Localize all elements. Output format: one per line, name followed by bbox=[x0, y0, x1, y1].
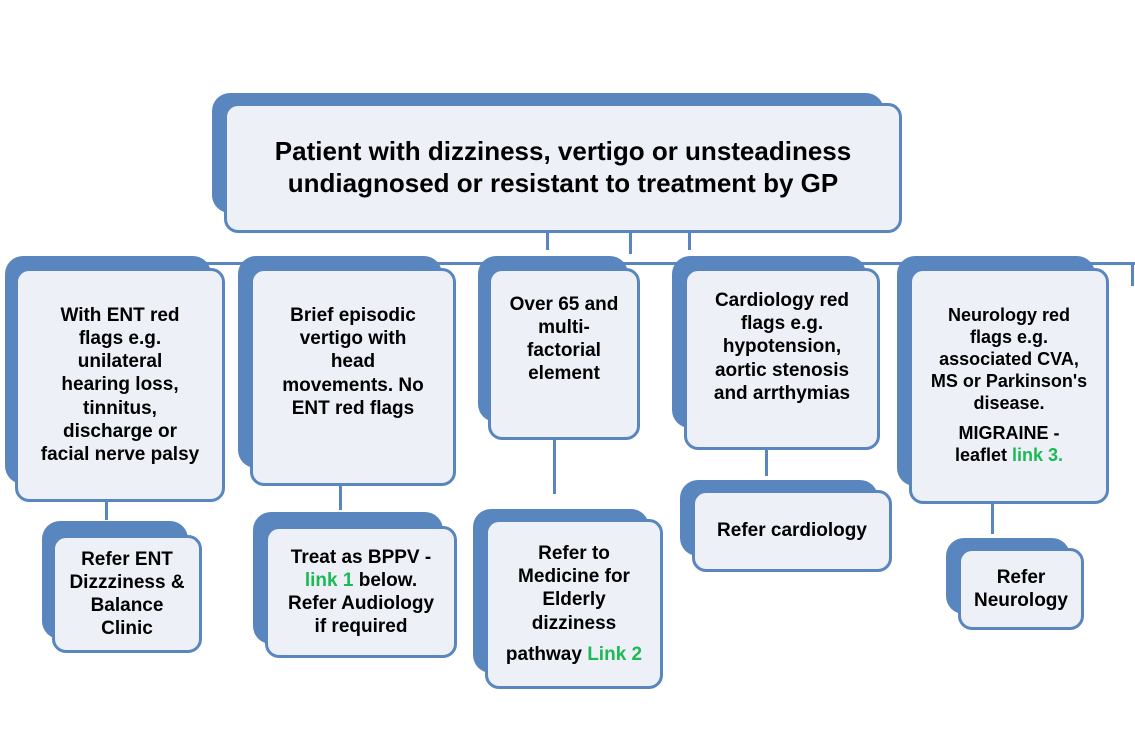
bppv-criteria-line: movements. No bbox=[282, 374, 424, 396]
elderly-criteria-line: element bbox=[528, 363, 600, 385]
root-title-line1: Patient with dizziness, vertigo or unste… bbox=[274, 136, 852, 167]
bppv-criteria-line: head bbox=[330, 351, 376, 373]
connector-right-tick bbox=[1131, 262, 1134, 286]
root-title-line2: undiagnosed or resistant to treatment by… bbox=[287, 168, 839, 198]
leaflet-text: leaflet bbox=[954, 444, 1007, 465]
bppv-action-line: link 1 below. bbox=[305, 569, 417, 592]
connector-root-down-2 bbox=[629, 218, 632, 254]
connector-root-down-1 bbox=[546, 228, 549, 250]
ent-criteria-line: With ENT red bbox=[60, 304, 180, 326]
ent-criteria-line: tinnitus, bbox=[83, 397, 157, 419]
neurology-action-node: Refer Neurology bbox=[946, 538, 1084, 630]
elderly-action-line: dizziness bbox=[531, 612, 617, 634]
ent-criteria-line: discharge or bbox=[62, 420, 178, 442]
bppv-link[interactable]: link 1 bbox=[304, 569, 354, 591]
ent-criteria-line: facial nerve palsy bbox=[40, 443, 200, 465]
ent-action-line: Balance bbox=[90, 595, 164, 616]
elderly-criteria-line: multi- bbox=[538, 316, 590, 338]
neurology-criteria-line: MS or Parkinson's bbox=[930, 371, 1088, 392]
elderly-pathway-text: pathway bbox=[505, 643, 582, 665]
ent-criteria-line: unilateral bbox=[77, 351, 163, 373]
ent-action-node: Refer ENT Dizzziness & Balance Clinic bbox=[42, 521, 202, 653]
cardiology-criteria-line: aortic stenosis bbox=[714, 359, 850, 381]
neurology-criteria-line: Neurology red bbox=[947, 305, 1071, 326]
bppv-action-line: if required bbox=[314, 616, 408, 638]
neurology-link[interactable]: link 3. bbox=[1012, 444, 1064, 465]
bppv-after-link: below. bbox=[353, 569, 418, 591]
elderly-pathway-line: pathway Link 2 bbox=[506, 643, 642, 666]
bppv-criteria-line: vertigo with bbox=[299, 328, 407, 350]
ent-action-line: Clinic bbox=[101, 618, 153, 640]
neurology-leaflet-line: leaflet link 3. bbox=[955, 445, 1063, 467]
cardiology-criteria-line: Cardiology red bbox=[714, 290, 850, 312]
migraine-label: MIGRAINE - bbox=[958, 422, 1060, 443]
elderly-criteria-line: factorial bbox=[527, 340, 601, 361]
cardiology-criteria-line: and arrthymias bbox=[713, 382, 851, 404]
root-node: Patient with dizziness, vertigo or unste… bbox=[212, 93, 902, 233]
neurology-criteria-node: Neurology red flags e.g. associated CVA,… bbox=[897, 256, 1109, 504]
bppv-criteria-line: Brief episodic bbox=[290, 305, 416, 327]
ent-action-line: Dizzziness & bbox=[69, 571, 185, 593]
neurology-criteria-line: associated CVA, bbox=[939, 349, 1079, 370]
ent-action-line: Refer ENT bbox=[81, 548, 173, 570]
bppv-action-node: Treat as BPPV - link 1 below. Refer Audi… bbox=[253, 512, 457, 658]
elderly-criteria-line: Over 65 and bbox=[509, 293, 619, 315]
elderly-action-node: Refer to Medicine for Elderly dizziness … bbox=[473, 509, 663, 689]
ent-criteria-line: flags e.g. bbox=[78, 328, 162, 350]
bppv-action-line: Treat as BPPV - bbox=[290, 546, 432, 568]
cardiology-action-node: Refer cardiology bbox=[680, 480, 892, 572]
bppv-criteria-node: Brief episodic vertigo with head movemen… bbox=[238, 256, 456, 486]
bppv-action-line: Refer Audiology bbox=[287, 593, 435, 614]
connector-bppv bbox=[339, 482, 342, 510]
cardiology-criteria-node: Cardiology red flags e.g. hypotension, a… bbox=[672, 256, 880, 450]
connector-elderly bbox=[553, 436, 556, 494]
cardiology-criteria-line: flags e.g. bbox=[740, 313, 824, 335]
elderly-link[interactable]: Link 2 bbox=[587, 643, 643, 665]
neurology-criteria-line: disease. bbox=[973, 392, 1045, 413]
cardiology-action-line: Refer cardiology bbox=[717, 520, 867, 542]
connector-root-down-3 bbox=[688, 218, 691, 250]
neurology-criteria-line: flags e.g. bbox=[969, 327, 1049, 348]
elderly-action-line: Medicine for bbox=[518, 566, 630, 588]
ent-criteria-line: hearing loss, bbox=[61, 374, 179, 396]
connector-cardiology bbox=[765, 446, 768, 476]
connector-neurology bbox=[991, 500, 994, 534]
elderly-action-line: Elderly bbox=[542, 589, 606, 611]
bppv-criteria-line: ENT red flags bbox=[291, 397, 415, 419]
ent-criteria-node: With ENT red flags e.g. unilateral heari… bbox=[5, 256, 225, 502]
connector-ent bbox=[105, 490, 108, 520]
cardiology-criteria-line: hypotension, bbox=[722, 336, 842, 358]
neurology-action-line: Refer bbox=[996, 566, 1046, 588]
elderly-criteria-node: Over 65 and multi- factorial element bbox=[478, 256, 640, 440]
neurology-action-line: Neurology bbox=[974, 590, 1068, 611]
elderly-action-line: Refer to bbox=[538, 543, 610, 565]
